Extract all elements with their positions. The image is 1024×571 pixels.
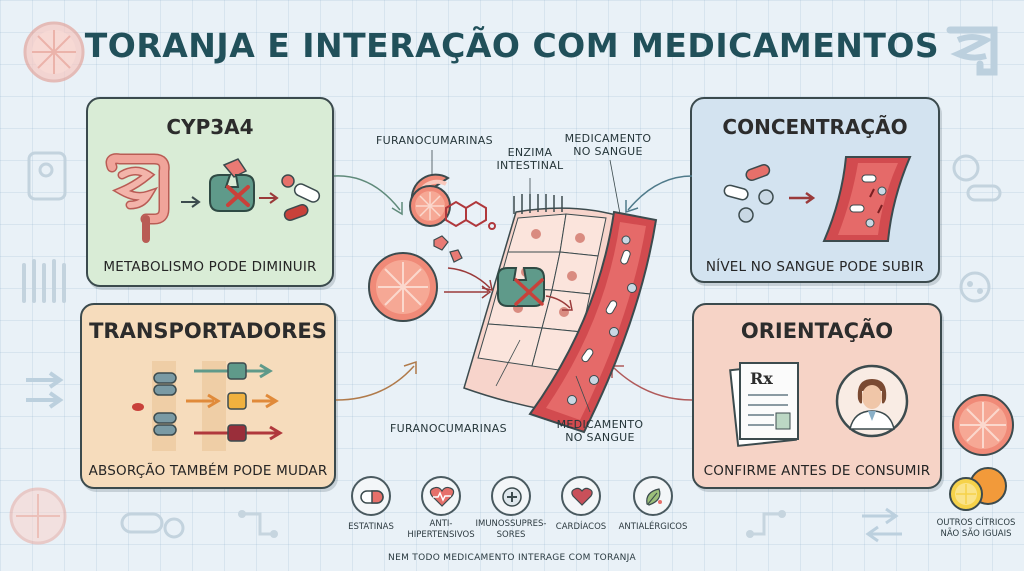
label-furanocumarinas-top: FURANOCUMARINAS [376, 134, 493, 147]
grapefruit-half-icon [368, 252, 438, 322]
panel-concentracao-caption: NÍVEL NO SANGUE PODE SUBIR [705, 259, 925, 275]
villi-decor-icon [22, 259, 66, 303]
virus-decor-icon [959, 271, 991, 303]
grapefruit-slice-icon [409, 173, 451, 227]
pills-decor-icon [952, 154, 1002, 202]
category-antialergicos-icon-wrap [633, 476, 673, 516]
pill-decor-icon [120, 512, 185, 539]
panel-orientacao: ORIENTAÇÃO Rx CONFIRME ANTES DE CONSUMIR [692, 303, 942, 489]
category-cardiacos-icon-wrap [561, 476, 601, 516]
cell-decor-icon [27, 151, 67, 201]
shield-cross-icon [502, 487, 522, 507]
intestine-decor-icon [946, 26, 998, 76]
panel-orientacao-caption: CONFIRME ANTES DE CONSUMIR [703, 463, 931, 479]
molecule-icon [445, 200, 496, 230]
blocked-enzyme-icon [209, 158, 255, 212]
arrow-right-icon-3 [789, 191, 816, 205]
arrow-right-icon-2 [259, 192, 279, 204]
heartbeat-icon [429, 486, 455, 507]
doctor-avatar-icon [835, 364, 909, 438]
connector-arrow-transportadores [335, 360, 417, 401]
category-anti-hipertensivos-icon-wrap [421, 476, 461, 516]
label-medicamento-bottom: MEDICAMENTO NO SANGUE [556, 418, 644, 444]
panel-orientacao-title: ORIENTAÇÃO [740, 319, 894, 343]
capsule-icon [360, 490, 384, 504]
category-label-anti-hipertensivos: ANTI- HIPERTENSIVOS [407, 519, 475, 540]
transporter-membrane-icon [132, 361, 283, 451]
label-furanocumarinas-bottom: FURANOCUMARINAS [390, 422, 507, 435]
category-label-cardiacos: CARDÍACOS [555, 522, 607, 532]
connector-arrow-cyp [333, 175, 403, 216]
label-medicamento-top: MEDICAMENTO NO SANGUE [564, 132, 652, 158]
arrow-right-icon [181, 196, 201, 208]
category-label-imunossupressores: IMUNOSSUPRES- SORES [475, 519, 547, 540]
arrows-decor-icon-2 [862, 507, 902, 543]
grapefruit-decor-icon-2 [9, 487, 67, 545]
heart-icon [571, 487, 593, 506]
connector-arrow-concentracao [625, 175, 693, 214]
label-enzima-intestinal: ENZIMA INTESTINAL [496, 146, 564, 172]
panel-transportadores-caption: ABSORÇÃO TAMBÉM PODE MUDAR [88, 463, 328, 479]
blocked-enzyme-center-icon [497, 267, 545, 307]
arrow-to-vessel-icon [545, 295, 573, 311]
furanocoumarin-particles-icon [433, 235, 463, 263]
footer-note: NEM TODO MEDICAMENTO INTERAGE COM TORANJ… [388, 553, 636, 563]
category-label-antialergicos: ANTIALÉRGICOS [618, 522, 688, 532]
blood-vessel-icon [822, 156, 912, 242]
panel-transportadores: TRANSPORTADORES ABSORÇÃO TAMBÉM PODE MUD… [80, 303, 336, 489]
arrow-grapefruit-icon [444, 285, 492, 299]
page-title: TORANJA E INTERAÇÃO COM MEDICAMENTOS [84, 26, 940, 65]
prescription-icon [729, 362, 799, 447]
panel-transportadores-title: TRANSPORTADORES [89, 319, 327, 343]
arrows-decor-icon [26, 371, 64, 409]
side-note-citricos: OUTROS CÍTRICOS NÃO SÃO IGUAIS [936, 518, 1016, 539]
blood-vessel-center-icon [528, 210, 658, 434]
panel-cyp3a4-title: CYP3A4 [166, 115, 254, 139]
leaf-icon [646, 488, 662, 506]
intestine-icon [105, 153, 170, 243]
network-decor-icon [238, 510, 278, 538]
rx-symbol: Rx [750, 369, 773, 388]
network-decor-icon-2 [746, 510, 786, 538]
grapefruit-decor-icon [23, 21, 85, 83]
orange-lemon-icon [949, 467, 1007, 511]
pills-icon [723, 164, 774, 223]
panel-concentracao: CONCENTRAÇÃO NÍVEL NO SANGUE PODE SUBIR [690, 97, 940, 283]
category-label-estatinas: ESTATINAS [348, 522, 394, 532]
panel-cyp3a4: CYP3A4 METABOLISMO PODE DIMINUIR [86, 97, 334, 287]
capsules-icon [281, 174, 321, 221]
panel-cyp3a4-caption: METABOLISMO PODE DIMINUIR [103, 259, 317, 275]
panel-concentracao-title: CONCENTRAÇÃO [722, 115, 908, 139]
category-estatinas-icon-wrap [351, 476, 391, 516]
category-imunossupressores-icon-wrap [491, 476, 531, 516]
grapefruit-slice-side-icon [952, 394, 1014, 456]
